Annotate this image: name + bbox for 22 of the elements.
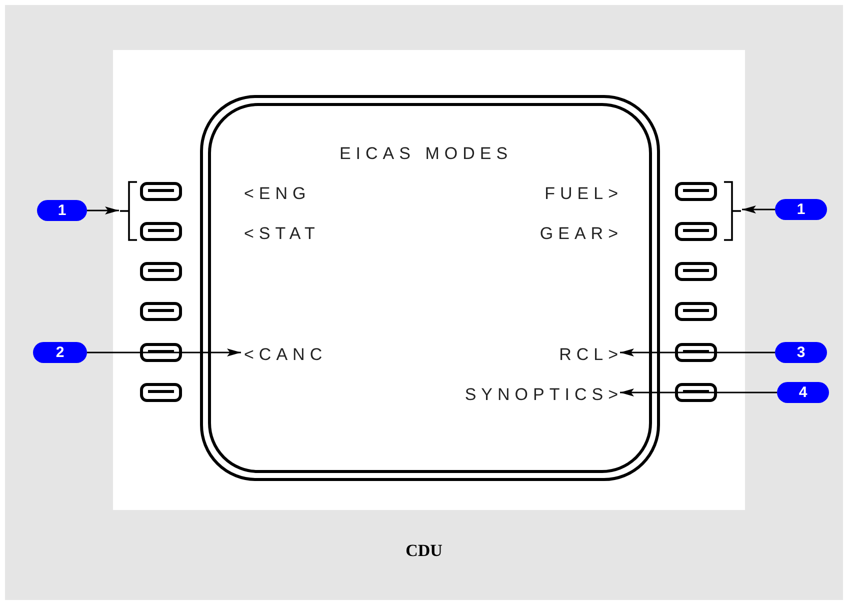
leader-line bbox=[742, 206, 775, 214]
callout-number: 1 bbox=[37, 200, 87, 221]
bracket bbox=[723, 180, 742, 242]
screen-text: GEAR> bbox=[538, 223, 623, 245]
callout-number: 2 bbox=[33, 342, 87, 363]
screen-text: SYNOPTICS> bbox=[443, 384, 623, 406]
screen-text: <STAT bbox=[244, 223, 321, 245]
screen-text: EICAS MODES bbox=[338, 143, 514, 165]
display-screen bbox=[200, 95, 660, 481]
screen-text: FUEL> bbox=[544, 183, 623, 205]
screen-text: RCL> bbox=[533, 344, 623, 366]
leader-line bbox=[620, 348, 775, 356]
caption: CDU bbox=[404, 541, 444, 561]
callout-number: 3 bbox=[775, 342, 827, 363]
callout-number: 1 bbox=[775, 199, 827, 220]
leader-line bbox=[87, 206, 119, 214]
leader-line bbox=[87, 348, 241, 356]
leader-line bbox=[620, 388, 777, 396]
screen-text: <CANC bbox=[244, 344, 344, 366]
callout-number: 4 bbox=[777, 382, 829, 403]
bracket bbox=[119, 180, 138, 242]
screen-text: <ENG bbox=[244, 183, 312, 205]
